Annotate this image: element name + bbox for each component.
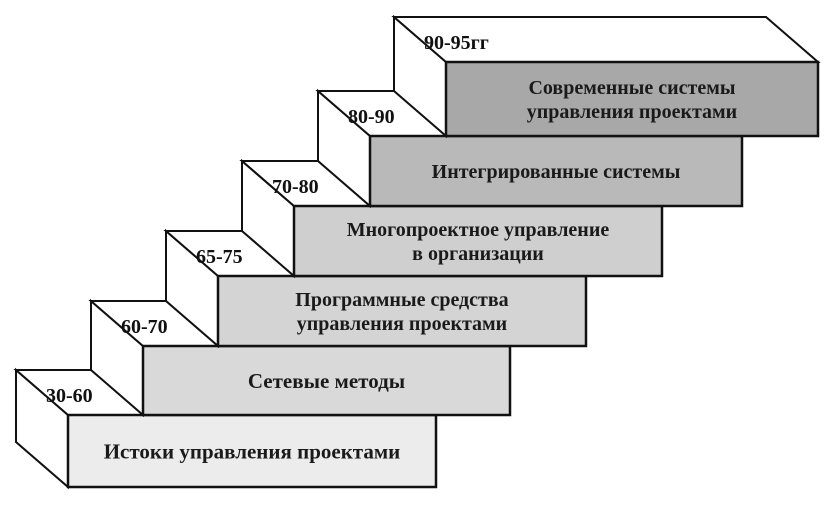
step-stage-label: Современные системы	[528, 77, 735, 99]
step-front-face	[444, 60, 820, 138]
step-period-label: 60-70	[121, 316, 168, 338]
step-front-face	[292, 204, 664, 278]
step-stage-label: Сетевые методы	[248, 369, 405, 393]
step-period-label: 30-60	[46, 385, 93, 407]
step-front-face	[216, 274, 588, 348]
step-stage-label: в организации	[412, 243, 544, 265]
step-stage-label: Многопроектное управление	[347, 219, 610, 241]
step-stage-label: Истоки управления проектами	[104, 439, 401, 463]
step-period-label: 80-90	[348, 106, 395, 128]
step-stage-label: Интегрированные системы	[432, 161, 681, 183]
step-front-face	[141, 344, 512, 417]
step-stage-label: управления проектами	[527, 101, 737, 123]
step-front-face	[66, 413, 438, 489]
step-stage-label: Программные средства	[295, 289, 508, 311]
step-period-label: 65-75	[196, 246, 243, 268]
step-period-label: 70-80	[272, 176, 319, 198]
step-stage-label: управления проектами	[297, 313, 507, 335]
step-period-label: 90-95гг	[424, 32, 489, 54]
step-front-face	[368, 134, 744, 208]
